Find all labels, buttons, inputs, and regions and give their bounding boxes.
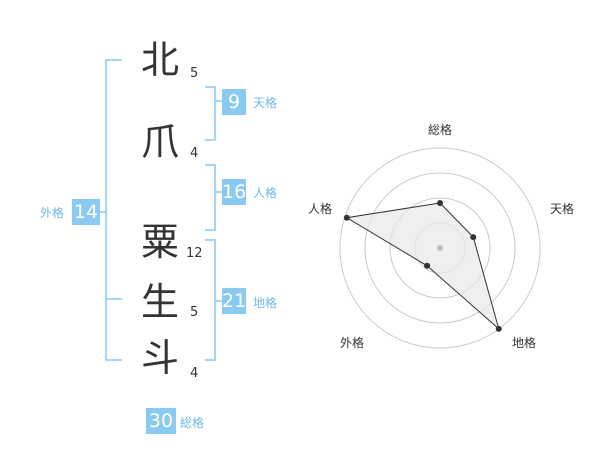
radar-point-2 — [470, 234, 477, 241]
name-char-3: 粟 — [140, 220, 179, 264]
tenkaku-value: 9 — [222, 89, 246, 115]
radar-point-5 — [343, 214, 350, 221]
stroke-count-2: 4 — [190, 146, 199, 161]
radar-point-4 — [424, 262, 431, 269]
radar-point-3 — [495, 325, 502, 332]
stroke-count-3: 12 — [186, 246, 203, 261]
radar-axis-label-chikaku: 地格 — [512, 336, 537, 350]
radar-axis-label-gaikaku: 外格 — [340, 336, 365, 350]
name-char-2: 爪 — [140, 120, 179, 164]
name-char-5: 斗 — [140, 336, 179, 380]
chikaku-value: 21 — [222, 288, 247, 314]
radar-point-1 — [437, 200, 443, 206]
radar-ring — [364, 172, 516, 324]
radar-center-dot — [437, 245, 443, 251]
soukaku-label: 総格 — [180, 416, 205, 430]
radar-polygon — [345, 202, 500, 331]
chikaku-label: 地格 — [253, 296, 278, 310]
radar-axis-label-jinkaku: 人格 — [308, 202, 333, 216]
gaikaku-label: 外格 — [40, 206, 65, 220]
jinkaku-bracket — [205, 164, 222, 231]
radar-ring — [389, 197, 491, 299]
jinkaku-label: 人格 — [253, 186, 278, 200]
radar-axis-label-tenkaku: 天格 — [550, 202, 575, 216]
stroke-count-4: 5 — [190, 305, 199, 320]
gaikaku-value: 14 — [72, 199, 100, 225]
jinkaku-value: 16 — [222, 179, 247, 205]
name-char-1: 北 — [140, 38, 179, 82]
stroke-count-5: 4 — [190, 366, 199, 381]
soukaku-value: 30 — [146, 408, 176, 434]
stroke-count-1: 5 — [190, 66, 199, 81]
chikaku-bracket — [205, 239, 222, 361]
name-char-4: 生 — [140, 280, 179, 324]
tenkaku-label: 天格 — [253, 96, 278, 110]
radar-axis-label-soukaku: 総格 — [428, 123, 453, 137]
tenkaku-bracket — [205, 86, 222, 141]
radar-ring — [339, 147, 541, 349]
